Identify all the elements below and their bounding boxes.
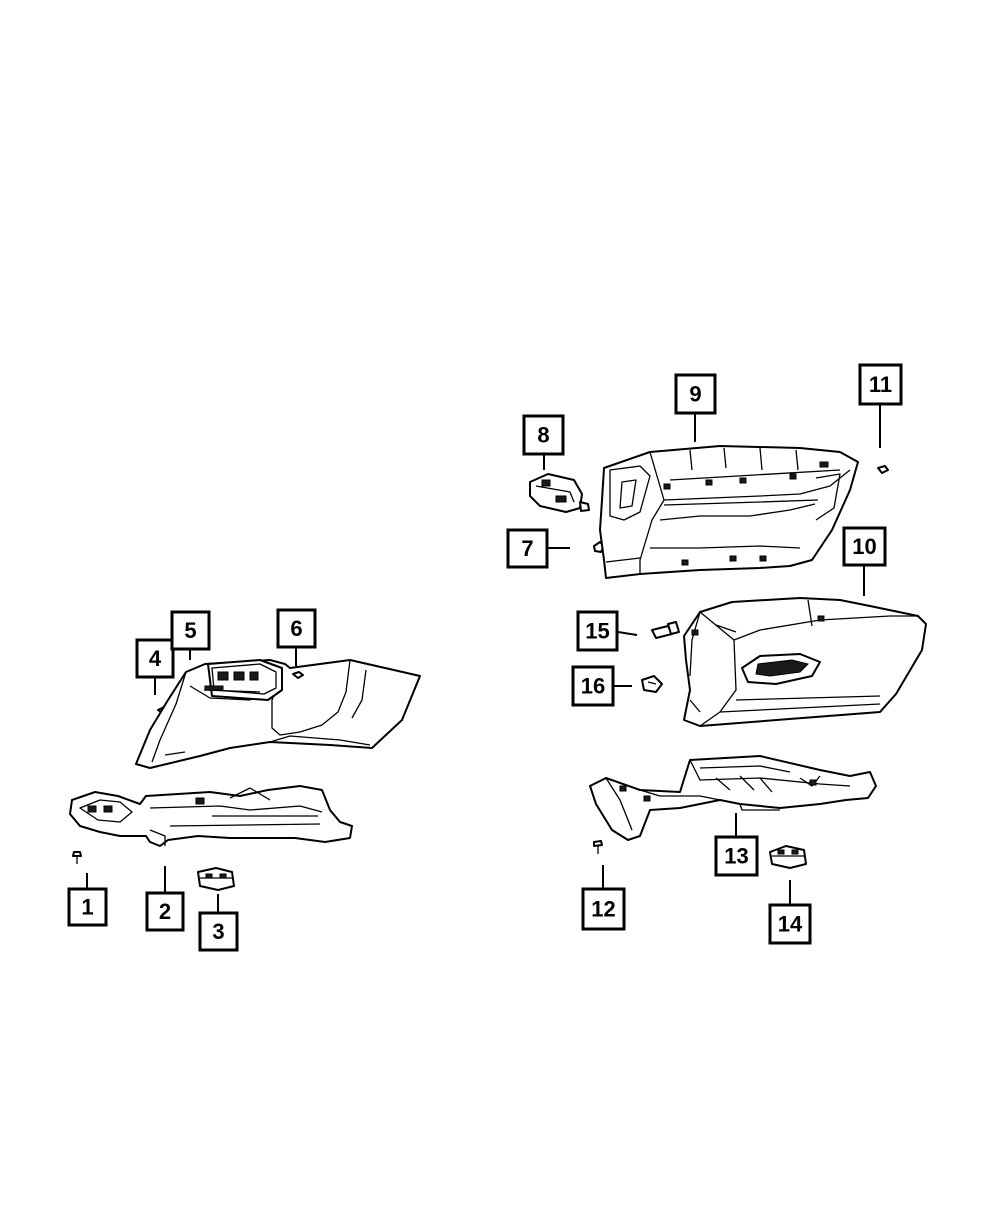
callout-12: 12 xyxy=(581,887,626,931)
svg-text:15: 15 xyxy=(585,619,609,644)
svg-text:10: 10 xyxy=(852,534,876,559)
callout-4: 4 xyxy=(135,638,175,679)
svg-text:13: 13 xyxy=(724,844,748,869)
svg-text:16: 16 xyxy=(581,674,605,699)
callout-15: 15 xyxy=(576,610,619,652)
svg-text:8: 8 xyxy=(537,423,549,448)
svg-text:5: 5 xyxy=(184,618,196,643)
callout-14: 14 xyxy=(768,903,812,945)
leader-lines xyxy=(86,405,881,912)
part-6-screw xyxy=(292,671,304,679)
callout-8: 8 xyxy=(522,414,565,456)
part-3-clip xyxy=(197,867,235,891)
svg-text:2: 2 xyxy=(159,899,171,924)
part-11-screw xyxy=(877,465,889,474)
svg-text:9: 9 xyxy=(689,382,701,407)
part-8-latch xyxy=(529,473,590,513)
callout-3: 3 xyxy=(198,911,239,952)
svg-text:11: 11 xyxy=(869,372,892,397)
svg-text:1: 1 xyxy=(81,895,93,920)
part-5-lower-panel xyxy=(135,659,421,769)
part-14-clip xyxy=(769,845,807,869)
callout-2: 2 xyxy=(145,891,185,932)
svg-text:6: 6 xyxy=(290,616,302,641)
part-1-screw xyxy=(72,851,82,864)
part-13-bracket xyxy=(589,755,877,841)
part-15-pin xyxy=(651,621,680,639)
svg-text:3: 3 xyxy=(212,919,224,944)
part-16-bumper xyxy=(641,675,663,693)
svg-text:12: 12 xyxy=(591,897,615,922)
part-12-screw xyxy=(593,840,603,854)
callout-11: 11 xyxy=(858,363,903,406)
callout-6: 6 xyxy=(276,608,317,649)
callout-13: 13 xyxy=(714,835,759,877)
callout-9: 9 xyxy=(674,373,717,415)
callout-7: 7 xyxy=(506,528,549,569)
svg-text:14: 14 xyxy=(778,912,803,937)
part-2-bracket xyxy=(69,785,353,847)
part-9-glovebox-housing xyxy=(599,445,859,579)
callout-5: 5 xyxy=(170,610,211,651)
callout-16: 16 xyxy=(571,665,615,707)
callout-10: 10 xyxy=(842,526,887,567)
callout-1: 1 xyxy=(67,887,108,927)
part-10-glovebox-door xyxy=(683,597,927,727)
svg-text:7: 7 xyxy=(521,536,533,561)
svg-text:4: 4 xyxy=(149,646,162,671)
